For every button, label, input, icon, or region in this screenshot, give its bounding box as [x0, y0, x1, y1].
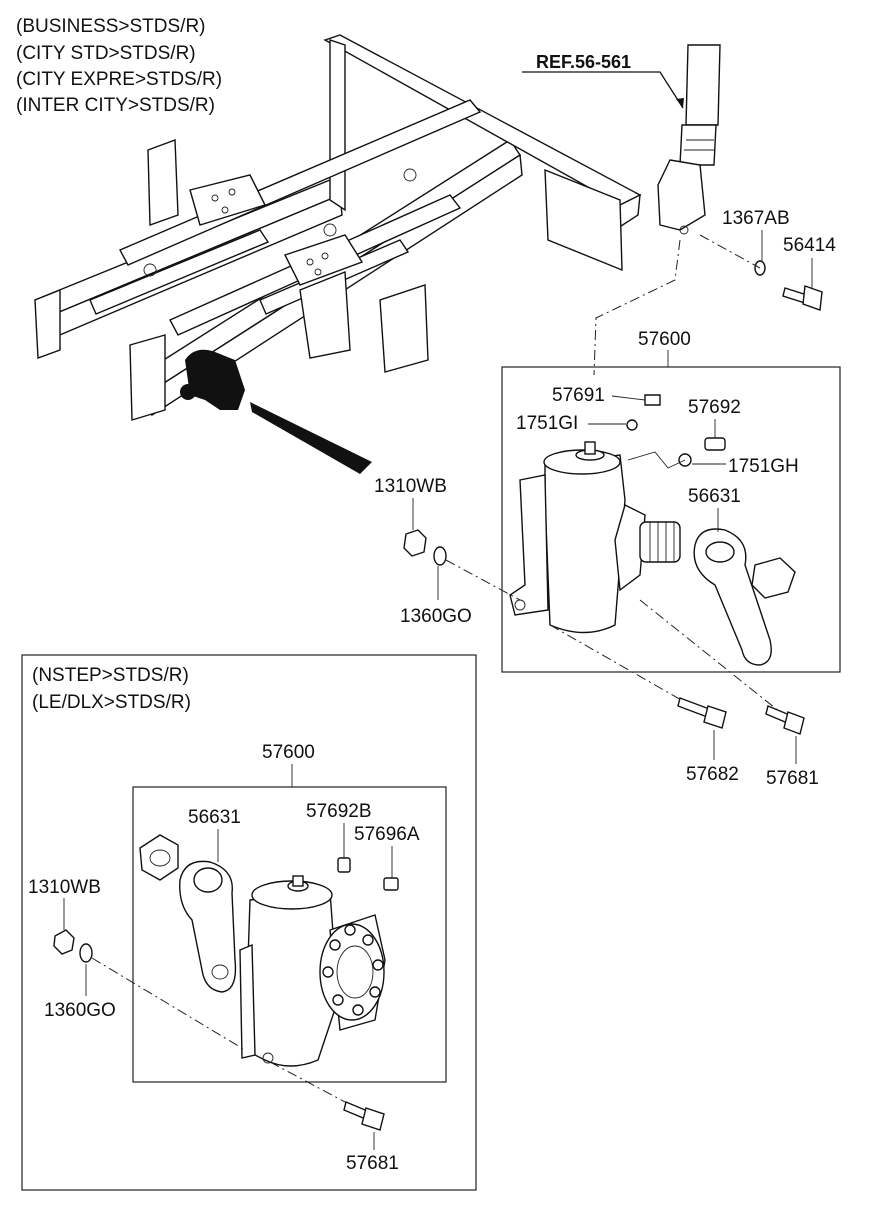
- variant-inter-city: (INTER CITY>STDS/R): [16, 95, 215, 116]
- label-57696a: 57696A: [354, 824, 420, 845]
- label-1310wb-bottom: 1310WB: [28, 877, 101, 898]
- variant-box-bottom: [21, 654, 477, 1191]
- variant-business: (BUSINESS>STDS/R): [16, 16, 206, 37]
- variant-city-expre: (CITY EXPRE>STDS/R): [16, 69, 222, 90]
- gearbox-assembly-frame-top: [501, 366, 841, 673]
- variant-list-bottom: (NSTEP>STDS/R) (LE/DLX>STDS/R): [32, 665, 191, 713]
- label-57681-top: 57681: [766, 768, 819, 789]
- mounting-bolt-drawing-bottom: [269, 1061, 385, 1131]
- label-1360go-bottom: 1360GO: [44, 1000, 116, 1021]
- chassis-frame-drawing: [34, 34, 642, 421]
- label-1367ab: 1367AB: [722, 208, 790, 229]
- label-1751gh: 1751GH: [728, 456, 799, 477]
- variant-list-top: (BUSINESS>STDS/R) (CITY STD>STDS/R) (CIT…: [16, 16, 222, 116]
- variant-nstep: (NSTEP>STDS/R): [32, 665, 189, 686]
- label-57692: 57692: [688, 397, 741, 418]
- label-1751gi: 1751GI: [516, 413, 578, 434]
- shaft-bolt-drawing: [699, 234, 823, 311]
- label-57681-bottom: 57681: [346, 1153, 399, 1174]
- label-1310wb-top: 1310WB: [374, 476, 447, 497]
- gearbox-assembly-frame-bottom: [132, 786, 447, 1083]
- gearbox-drawing-bottom: [139, 834, 399, 1067]
- label-57600-bottom: 57600: [262, 742, 315, 763]
- label-1360go-top: 1360GO: [400, 606, 472, 627]
- gearbox-drawing-top: [509, 394, 726, 634]
- label-56631-top: 56631: [688, 486, 741, 507]
- label-57600-top: 57600: [638, 329, 691, 350]
- label-56631-bottom: 56631: [188, 807, 241, 828]
- nut-washer-drawing-top: [403, 529, 521, 601]
- shaft-leader: [593, 239, 681, 376]
- variant-city-std: (CITY STD>STDS/R): [16, 43, 196, 64]
- variant-le-dlx: (LE/DLX>STDS/R): [32, 692, 191, 713]
- location-pointer: [250, 402, 372, 474]
- label-57691: 57691: [552, 385, 605, 406]
- pitman-arm-drawing-top: [693, 528, 796, 666]
- steering-shaft-drawing: [657, 44, 721, 235]
- label-56414: 56414: [783, 235, 836, 256]
- reference-callout: REF.56-561: [522, 52, 684, 109]
- label-57692b: 57692B: [306, 801, 372, 822]
- reference-label: REF.56-561: [536, 52, 631, 72]
- mounting-bolts-drawing-top: [549, 599, 805, 735]
- nut-washer-drawing-bottom: [53, 929, 246, 1051]
- label-57682: 57682: [686, 764, 739, 785]
- gear-location-marker: [180, 349, 372, 474]
